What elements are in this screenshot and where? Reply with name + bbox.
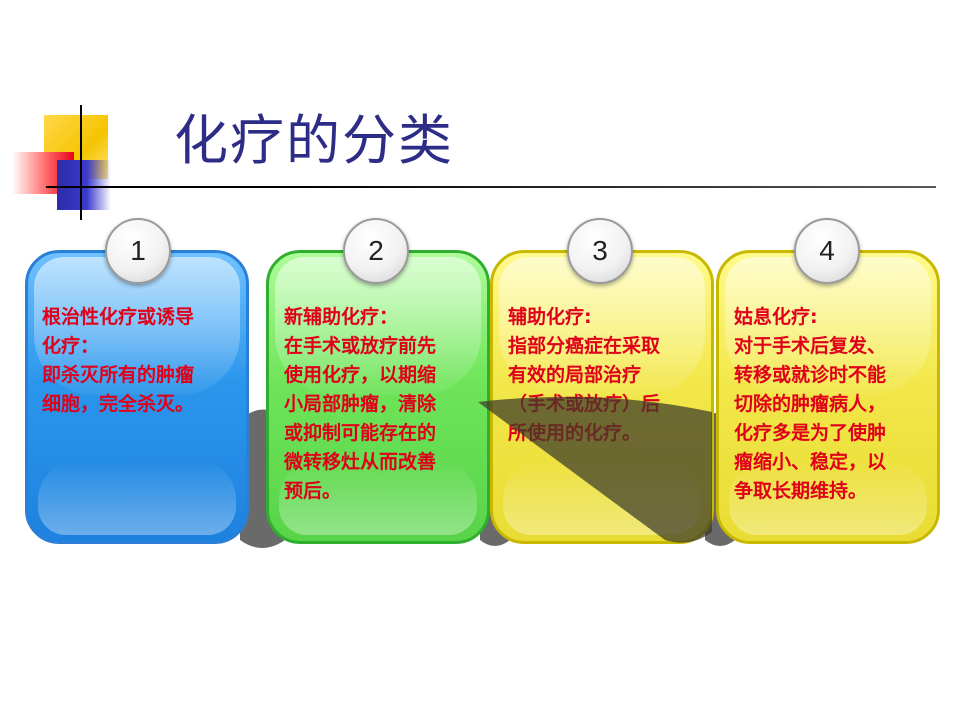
decor-vertical-line <box>80 105 82 220</box>
card-4: 姑息化疗: 对于手术后复发、 转移或就诊时不能 切除的肿瘤病人， 化疗多是为了使… <box>716 250 940 544</box>
card-3-text: 辅助化疗: 指部分癌症在采取 有效的局部治疗 （手术或放疗）后 所使用的化疗。 <box>508 306 661 444</box>
badge-4: 4 <box>794 218 860 284</box>
card-1: 根治性化疗或诱导 化疗： 即杀灭所有的肿瘤 细胞，完全杀灭。 <box>25 250 249 544</box>
title-underline <box>46 186 936 188</box>
decor-blue-square <box>57 160 111 210</box>
title-underline-fade <box>300 186 936 188</box>
badge-2: 2 <box>343 218 409 284</box>
badge-3: 3 <box>567 218 633 284</box>
card-2: 新辅助化疗： 在手术或放疗前先 使用化疗，以期缩 小局部肿瘤，清除 或抑制可能存… <box>266 250 490 544</box>
card-1-text: 根治性化疗或诱导 化疗： 即杀灭所有的肿瘤 细胞，完全杀灭。 <box>42 306 195 415</box>
card-4-text: 姑息化疗: 对于手术后复发、 转移或就诊时不能 切除的肿瘤病人， 化疗多是为了使… <box>734 306 887 502</box>
slide-title: 化疗的分类 <box>174 109 454 172</box>
card-3: 辅助化疗: 指部分癌症在采取 有效的局部治疗 （手术或放疗）后 所使用的化疗。 <box>490 250 714 544</box>
card-2-text: 新辅助化疗： 在手术或放疗前先 使用化疗，以期缩 小局部肿瘤，清除 或抑制可能存… <box>284 306 437 502</box>
badge-1: 1 <box>105 218 171 284</box>
